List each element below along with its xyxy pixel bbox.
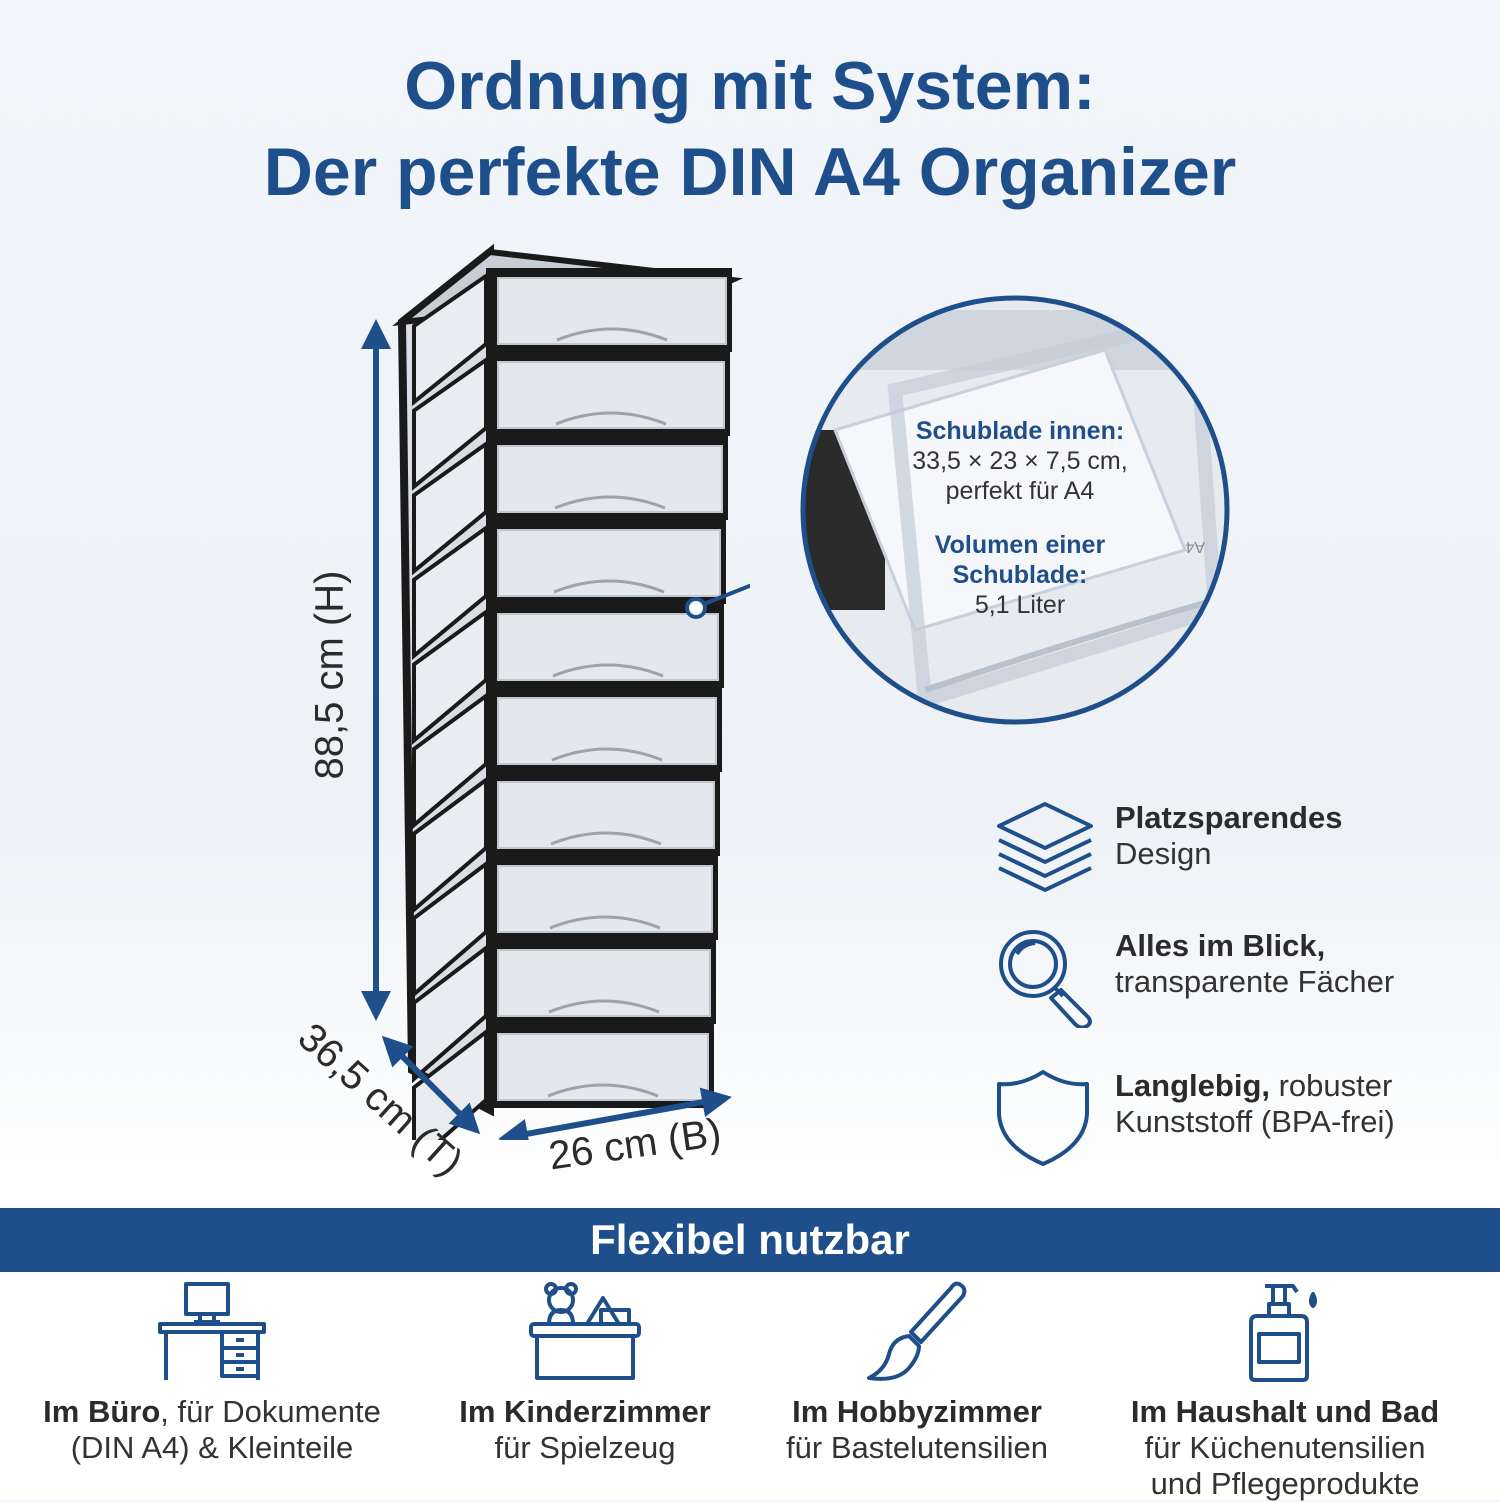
width-arrow <box>498 1087 732 1140</box>
shield-icon <box>997 1070 1089 1166</box>
feature-transparent-title: Alles im Blick, <box>1115 928 1326 963</box>
page-title-line-1: Ordnung mit System: <box>404 48 1096 124</box>
dimension-height-label: 88,5 cm (H) <box>307 570 352 780</box>
use-household-title: Im Haushalt und Bad <box>1130 1394 1440 1429</box>
drawer-handle <box>551 747 663 762</box>
toy-box-icon <box>529 1282 641 1380</box>
drawer-side <box>412 776 488 914</box>
feature-transparent-text: transparente Fächer <box>1115 964 1395 999</box>
feature-durable-text-2: Kunststoff (BPA-frei) <box>1115 1104 1395 1139</box>
drawer-front <box>497 697 717 765</box>
magnifier-icon <box>999 930 1092 1028</box>
callout-anchor-dot <box>685 597 707 619</box>
callout-connector <box>703 583 750 606</box>
drawer-handle <box>556 327 668 342</box>
drawer-side <box>412 272 488 407</box>
use-hobby-room-title: Im Hobbyzimmer <box>792 1394 1042 1429</box>
drawer-handle <box>548 999 660 1014</box>
drawer-side <box>412 859 488 999</box>
feature-space-saving-text: Design <box>1115 836 1212 871</box>
paper-stack <box>832 348 1188 632</box>
drawer-handle <box>549 915 661 930</box>
volume-heading-2: Schublade: <box>952 561 1088 589</box>
drawer-front <box>497 529 721 597</box>
drawer-closeup-callout: A4 <box>800 295 1230 725</box>
use-household-text-2: für Küchenutensilien <box>1144 1430 1426 1465</box>
drawer-side <box>412 692 488 830</box>
volume-heading-1: Volumen einer <box>934 531 1106 559</box>
callout-text: Schublade innen: 33,5 × 23 × 7,5 cm, per… <box>860 416 1180 620</box>
drawer-handle <box>554 495 666 510</box>
use-office-text-2: (DIN A4) & Kleinteile <box>70 1430 354 1465</box>
use-office-title: Im Büro <box>43 1394 161 1429</box>
drawer-tower-illustration <box>361 243 750 1140</box>
use-office: Im Büro, für Dokumente (DIN A4) & Kleint… <box>22 1280 402 1466</box>
drawer-front <box>497 949 711 1017</box>
drawer-front <box>497 613 719 681</box>
drawer-front <box>497 1033 709 1101</box>
usage-banner: Flexibel nutzbar <box>0 1208 1500 1272</box>
drawer-side <box>412 524 488 661</box>
inner-size-value: 33,5 × 23 × 7,5 cm, <box>912 447 1128 475</box>
drawer-group <box>412 268 732 1140</box>
inner-size-heading: Schublade innen: <box>915 417 1125 445</box>
drawer-side <box>412 356 488 491</box>
feature-durable-text-1: robuster <box>1270 1068 1393 1103</box>
inner-size-note: perfekt für A4 <box>945 477 1095 505</box>
drawer-handle <box>553 579 665 594</box>
paper-a4-label: A4 <box>1185 538 1205 555</box>
feature-durable-title: Langlebig, <box>1115 1068 1270 1103</box>
use-office-text-1: , für Dokumente <box>160 1394 381 1429</box>
page-title-line-2: Der perfekte DIN A4 Organizer <box>263 134 1237 210</box>
use-hobby-room: Im Hobbyzimmer für Bastelutensilien <box>727 1280 1107 1466</box>
use-hobby-room-text-2: für Bastelutensilien <box>786 1430 1048 1465</box>
drawer-front <box>497 445 723 513</box>
drawer-front <box>497 865 713 933</box>
drawer-side <box>412 440 488 576</box>
paintbrush-icon <box>867 1281 967 1381</box>
drawer-front <box>497 277 727 345</box>
drawer-front <box>497 781 715 849</box>
volume-value: 5,1 Liter <box>974 591 1066 619</box>
layers-icon <box>997 802 1093 892</box>
drawer-handle <box>555 411 667 426</box>
desk-computer-icon <box>158 1282 266 1380</box>
use-kids-room-title: Im Kinderzimmer <box>459 1394 711 1429</box>
drawer-handle <box>550 831 662 846</box>
feature-space-saving-title: Platzsparendes <box>1115 800 1343 835</box>
drawer-front <box>497 361 725 429</box>
use-household-text-3: und Pflegeprodukte <box>1150 1466 1420 1501</box>
use-kids-room: Im Kinderzimmer für Spielzeug <box>395 1280 775 1466</box>
depth-arrow <box>381 1035 481 1135</box>
drawer-handle <box>552 663 664 678</box>
soap-bottle-icon <box>1249 1284 1317 1382</box>
use-household: Im Haushalt und Bad für Küchenutensilien… <box>1095 1280 1475 1502</box>
use-kids-room-text-2: für Spielzeug <box>494 1430 676 1465</box>
drawer-side <box>412 608 488 745</box>
